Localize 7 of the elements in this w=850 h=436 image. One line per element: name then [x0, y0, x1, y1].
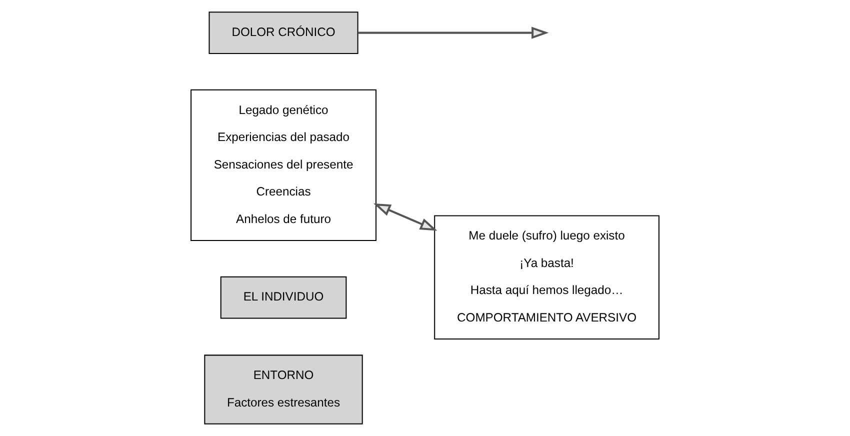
arrow	[373, 203, 438, 231]
node-box: ENTORNO Factores estresantes	[204, 354, 363, 424]
node-box: Legado genético Experiencias del pasado Sensaciones del presente Creencias Anhelos de futuro	[190, 89, 376, 241]
node-box: EL INDIVIDUO	[220, 276, 347, 319]
node-box: Me duele (sufro) luego existo ¡Ya basta! Hasta aquí hemos llegado… COMPORTAMIENTO AVERSIVO	[434, 215, 660, 340]
node-box: DOLOR CRÓNICO	[208, 12, 358, 54]
arrow	[358, 26, 549, 39]
